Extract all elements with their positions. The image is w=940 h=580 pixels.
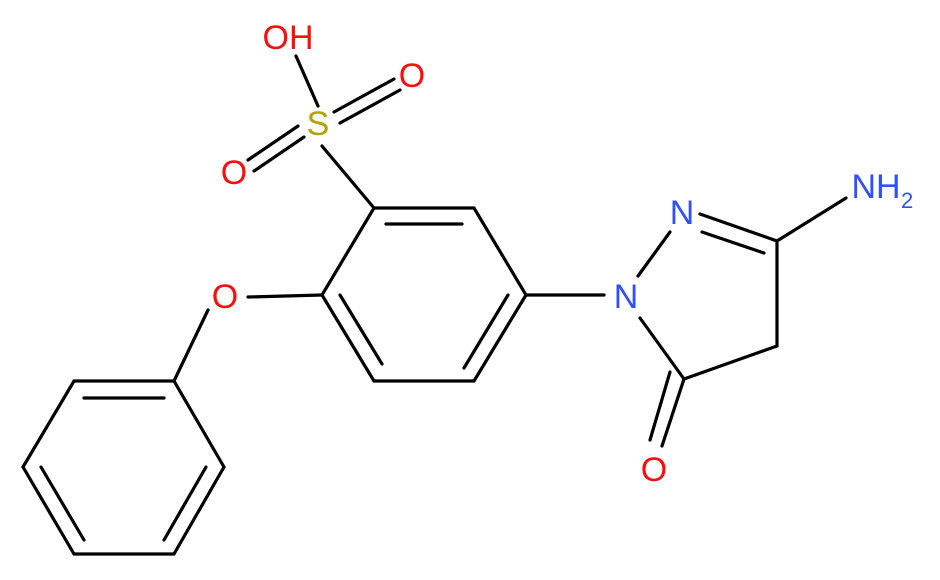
atom-oh: OH xyxy=(263,19,314,57)
atom-n-lower: N xyxy=(614,278,639,316)
atom-n-upper: N xyxy=(670,194,695,232)
atom-nh2: NH xyxy=(851,168,900,206)
atom-o-ether: O xyxy=(212,278,238,316)
bond-n1-n2 xyxy=(636,230,672,278)
bond-ring-c3-c4 xyxy=(472,293,528,383)
bond-s-o-right-a xyxy=(332,77,396,114)
bond-ring-c6-c1 xyxy=(320,206,376,297)
atom-o-sulfonyl-right: O xyxy=(399,57,425,95)
bond-c3-nh2 xyxy=(775,196,848,243)
atom-o-carbonyl: O xyxy=(641,451,667,489)
bond-s-o-left-a xyxy=(246,124,300,162)
bond-c5-n1 xyxy=(638,316,686,381)
bond-ring-c5-c6-inner xyxy=(338,293,384,366)
atom-nh2-subscript: 2 xyxy=(901,188,913,213)
bond-c4-c5 xyxy=(682,344,779,381)
bond-n2-c3 xyxy=(698,212,779,243)
bond-ph-6-1 xyxy=(172,379,226,469)
atom-s: S xyxy=(307,105,330,143)
bond-ring-c5-c6 xyxy=(320,293,376,383)
bond-ph-2-3 xyxy=(21,379,76,469)
bond-layer xyxy=(21,54,848,556)
bond-c5-o-a xyxy=(660,377,686,448)
bond-s-c3 xyxy=(320,144,376,210)
atom-o-sulfonyl-left: O xyxy=(221,154,247,192)
bond-ph-3-4 xyxy=(21,465,76,556)
bond-s-o-right-b xyxy=(338,88,402,125)
bond-ph-5-6-inner xyxy=(162,465,208,542)
bond-ph-5-6 xyxy=(172,465,226,556)
atom-label-layer: OH O S O O N N NH 2 O xyxy=(212,19,913,489)
bond-c6-o-ether xyxy=(246,293,324,299)
bond-o-ether-ph xyxy=(172,308,210,383)
bond-n2-c3-double xyxy=(700,230,766,255)
bond-ring-c2-c3 xyxy=(472,206,528,297)
bond-c5-o-b xyxy=(648,370,672,442)
bond-ph-3-4-inner xyxy=(39,465,86,542)
bond-ring-c3-c4-inner xyxy=(462,293,510,370)
bond-s-o-left-b xyxy=(252,135,306,173)
bond-s-oh xyxy=(294,54,320,108)
